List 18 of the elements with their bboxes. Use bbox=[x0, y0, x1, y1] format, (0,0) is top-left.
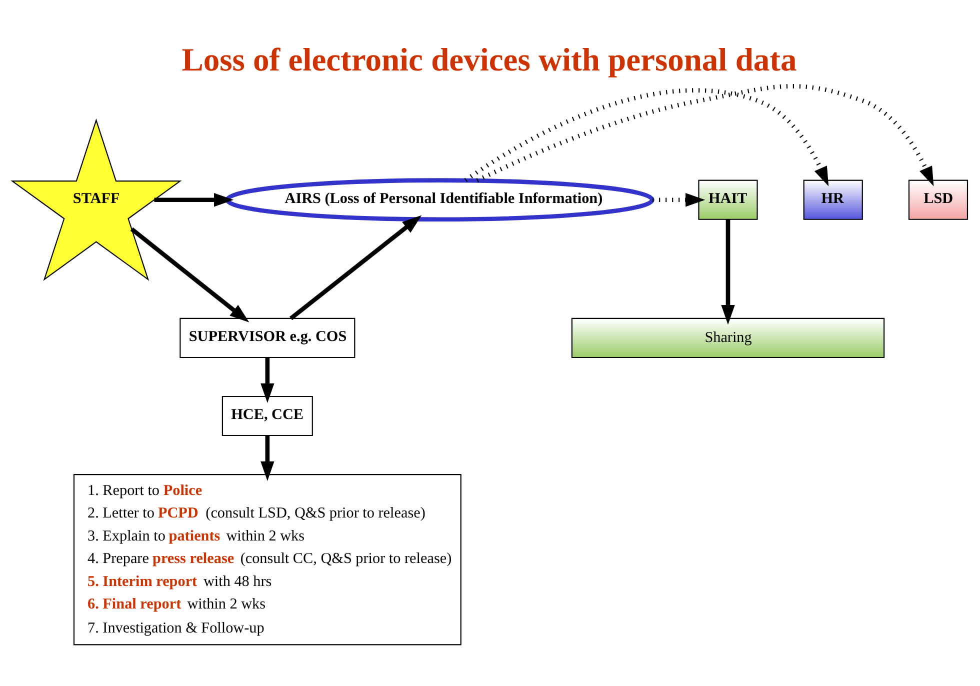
node-box: HCE, CCE bbox=[222, 396, 313, 436]
node-box: HR bbox=[803, 180, 863, 220]
arrow bbox=[721, 220, 735, 325]
node-box: LSD bbox=[908, 180, 968, 220]
node-box: Sharing bbox=[571, 318, 885, 358]
arrow bbox=[464, 88, 829, 186]
node-box: SUPERVISOR e.g. COS bbox=[180, 318, 356, 358]
node-ellipse: AIRS (Loss of Personal Identifiable Information) bbox=[225, 178, 654, 222]
arrow bbox=[260, 358, 274, 403]
node-box: 1. Report to Police 2. Letter to PCPD (consult LSD, Q&S prior to release) 3. Explain to patients within 2 wks 4. Prepare press release (consult CC, Q&S prior to release) 5. Interim report with 48 hrs 6. Final report within 2 wks 7. Investigation & Follow-up bbox=[73, 474, 462, 646]
arrow bbox=[260, 436, 274, 481]
arrow bbox=[476, 84, 934, 186]
arrow bbox=[154, 193, 234, 207]
node-box: HAIT bbox=[698, 180, 758, 220]
diagram-title: Loss of electronic devices with personal data bbox=[182, 42, 797, 79]
arrow bbox=[130, 227, 250, 322]
arrow bbox=[290, 215, 422, 320]
arrow bbox=[652, 193, 706, 207]
